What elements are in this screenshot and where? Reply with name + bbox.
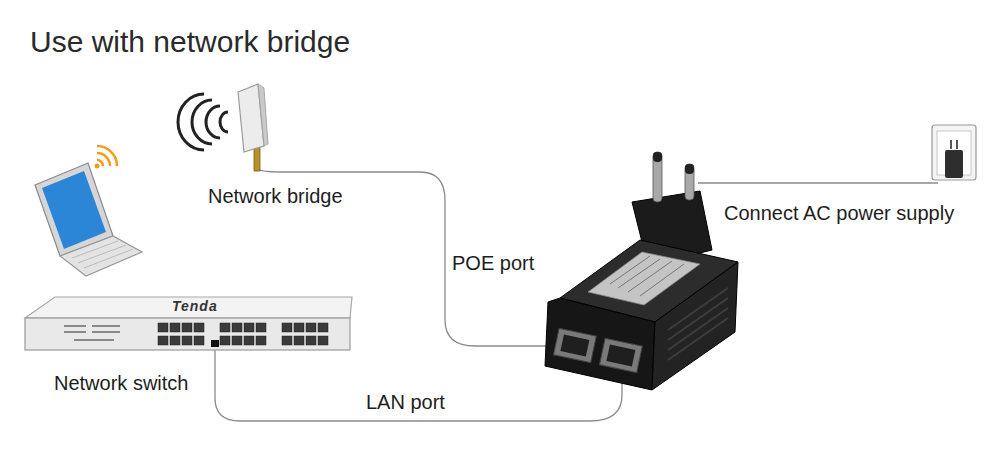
diagram-title: Use with network bridge	[30, 24, 350, 60]
port-label: POE port	[452, 251, 534, 275]
port-label: LAN port	[366, 390, 445, 414]
laptop-icon	[35, 146, 142, 276]
power-label: Connect AC power supply	[724, 201, 954, 225]
bridge-label-box: Network bridge	[208, 184, 345, 208]
device-label: Network bridge	[208, 184, 345, 208]
brand-logo: Tenda	[172, 298, 218, 315]
ac-cable	[698, 182, 938, 183]
network-switch	[25, 297, 352, 350]
poe-injector	[545, 152, 738, 390]
ac-outlet	[932, 125, 976, 180]
device-label: Network switch	[54, 371, 191, 395]
bridge-antenna	[178, 84, 268, 171]
switch-label-box: Network switch	[54, 371, 191, 395]
